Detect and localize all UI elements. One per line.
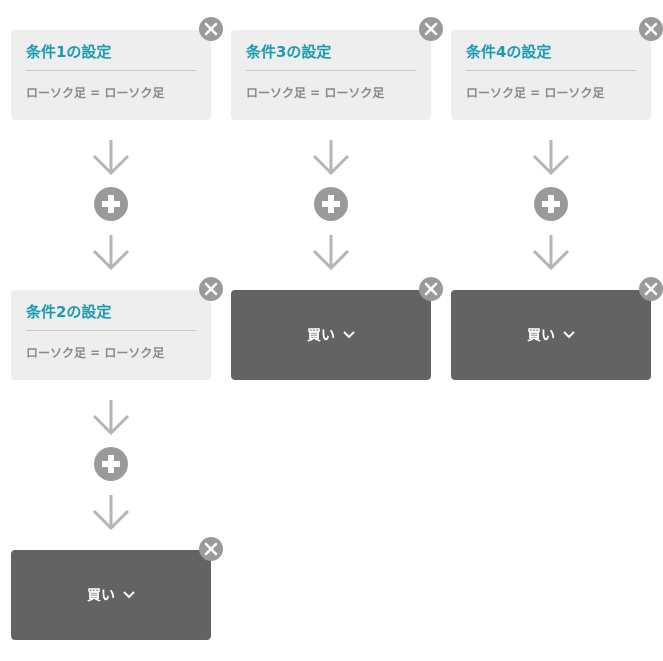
close-icon xyxy=(419,17,443,41)
action-label: 買い xyxy=(307,328,335,344)
plus-icon xyxy=(314,195,348,225)
arrow-down-icon xyxy=(531,139,571,176)
plus-icon xyxy=(534,195,568,225)
add-condition-button[interactable] xyxy=(314,187,348,221)
close-icon xyxy=(199,17,223,41)
condition-card[interactable]: 条件1の設定 ローソク足 = ローソク足 xyxy=(11,30,211,120)
plus-icon xyxy=(94,455,128,485)
condition-card[interactable]: 条件3の設定 ローソク足 = ローソク足 xyxy=(231,30,431,120)
close-button[interactable] xyxy=(419,277,443,301)
action-dropdown[interactable]: 買い xyxy=(451,290,651,380)
condition-card[interactable]: 条件4の設定 ローソク足 = ローソク足 xyxy=(451,30,651,120)
close-icon xyxy=(199,537,223,561)
arrow-down-icon xyxy=(531,234,571,271)
close-button[interactable] xyxy=(419,17,443,41)
arrow-down-icon xyxy=(311,234,351,271)
arrow-down-icon xyxy=(91,234,131,271)
add-condition-button[interactable] xyxy=(94,187,128,221)
add-condition-button[interactable] xyxy=(534,187,568,221)
action-label: 買い xyxy=(527,328,555,344)
chevron-down-icon xyxy=(123,587,135,603)
condition-title: 条件1の設定 xyxy=(26,42,196,71)
condition-expression: ローソク足 = ローソク足 xyxy=(466,86,605,100)
arrow-down-icon xyxy=(91,139,131,176)
close-button[interactable] xyxy=(639,277,663,301)
close-button[interactable] xyxy=(639,17,663,41)
arrow-down-icon xyxy=(91,399,131,436)
close-icon xyxy=(199,277,223,301)
condition-expression: ローソク足 = ローソク足 xyxy=(26,86,165,100)
close-button[interactable] xyxy=(199,17,223,41)
action-dropdown[interactable]: 買い xyxy=(231,290,431,380)
condition-card[interactable]: 条件2の設定 ローソク足 = ローソク足 xyxy=(11,290,211,380)
condition-expression: ローソク足 = ローソク足 xyxy=(246,86,385,100)
chevron-down-icon xyxy=(563,327,575,343)
close-icon xyxy=(639,277,663,301)
close-icon xyxy=(639,17,663,41)
condition-expression: ローソク足 = ローソク足 xyxy=(26,346,165,360)
add-condition-button[interactable] xyxy=(94,447,128,481)
action-dropdown[interactable]: 買い xyxy=(11,550,211,640)
action-label: 買い xyxy=(87,588,115,604)
close-button[interactable] xyxy=(199,277,223,301)
plus-icon xyxy=(94,195,128,225)
chevron-down-icon xyxy=(343,327,355,343)
condition-title: 条件3の設定 xyxy=(246,42,416,71)
close-button[interactable] xyxy=(199,537,223,561)
arrow-down-icon xyxy=(311,139,351,176)
close-icon xyxy=(419,277,443,301)
condition-title: 条件4の設定 xyxy=(466,42,636,71)
arrow-down-icon xyxy=(91,494,131,531)
condition-title: 条件2の設定 xyxy=(26,302,196,331)
